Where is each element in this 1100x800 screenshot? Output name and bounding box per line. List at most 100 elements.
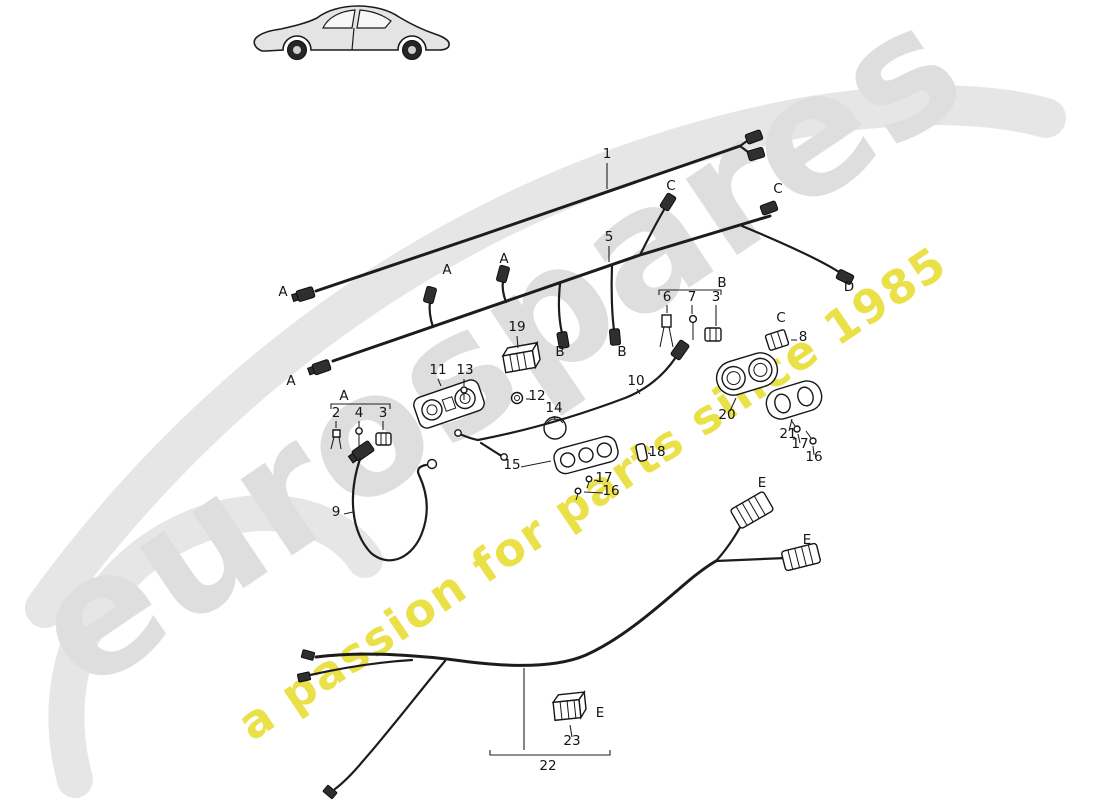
car-door-line: [351, 27, 355, 51]
harness-10: [454, 339, 690, 461]
cable-9-wire: [351, 457, 428, 562]
relay-23: [551, 690, 587, 738]
screw-16-center: [574, 487, 604, 501]
callout-number-13-4[interactable]: 13: [456, 362, 473, 378]
eyelet-9: [426, 458, 438, 470]
harness-22-trunk: [314, 559, 718, 667]
harness-10-branch-1: [460, 433, 480, 442]
car-rear-window: [356, 9, 392, 29]
harness-10-branch-2: [479, 441, 502, 457]
callout-letter-E-40: E: [596, 705, 605, 721]
harness-1-line: [314, 144, 742, 293]
callout-number-18-19[interactable]: 18: [648, 444, 665, 460]
nut-3-right: [704, 327, 722, 342]
car-windshield: [322, 9, 356, 29]
callout-number-8-13[interactable]: 8: [799, 329, 808, 345]
watermark: eurospares a passion for parts since 198…: [0, 0, 1066, 798]
callout-letter-B-31: B: [555, 344, 564, 360]
callout-number-16-23[interactable]: 16: [805, 449, 822, 465]
callout-letter-B-33: B: [717, 275, 726, 291]
connector-c-2: [759, 200, 779, 216]
callout-letter-A-26: A: [278, 284, 288, 300]
callout-number-17-17[interactable]: 17: [595, 470, 612, 486]
callout-number-19-2[interactable]: 19: [508, 319, 525, 335]
wire-end-3: [322, 784, 338, 800]
grommet-12: [510, 391, 530, 405]
clip-2: [330, 429, 342, 450]
leader-11: [437, 378, 442, 387]
callout-number-20-20[interactable]: 20: [718, 407, 735, 423]
callout-number-3-9[interactable]: 3: [379, 405, 388, 421]
connector-10: [670, 339, 690, 361]
callout-letter-C-36: C: [776, 310, 785, 326]
watermark-swoosh: [25, 85, 1066, 628]
faceplate-15: [520, 435, 619, 475]
leader-14: [553, 415, 556, 421]
harness-22-pigtail-2: [308, 658, 414, 677]
screw-13: [460, 379, 468, 400]
bracket-22: [489, 750, 611, 756]
callout-number-9-14[interactable]: 9: [332, 504, 341, 520]
harness-1-end-stubs: [738, 139, 750, 154]
terminal-10-1: [454, 429, 462, 437]
branch-c-1: [638, 206, 667, 257]
leader-23: [569, 724, 573, 738]
watermark-brand-text: eurospares: [0, 0, 996, 728]
callout-number-17-22[interactable]: 17: [791, 436, 808, 452]
leader-18: [647, 452, 652, 455]
harness-5: [306, 192, 855, 376]
harness-22-long-branch: [333, 659, 447, 791]
leader-19: [516, 335, 519, 349]
branch-b-1: [557, 282, 564, 335]
harness-1: [290, 129, 766, 303]
branch-b-2: [610, 264, 616, 332]
connector-a-3: [496, 264, 510, 284]
callout-number-2-7[interactable]: 2: [332, 405, 341, 421]
screw-17-right: [790, 419, 801, 444]
branch-d: [740, 224, 841, 274]
callout-number-7-11[interactable]: 7: [688, 289, 697, 305]
leader-15: [520, 460, 552, 468]
callout-number-6-10[interactable]: 6: [663, 289, 672, 305]
harness-10-line: [476, 355, 678, 442]
callout-number-12-5[interactable]: 12: [528, 388, 545, 404]
harness-22-branch-e2: [714, 556, 788, 563]
callout-number-15-16[interactable]: 15: [503, 457, 520, 473]
plug-e-2: [781, 542, 821, 572]
callout-number-3-12[interactable]: 3: [712, 289, 721, 305]
callout-number-14-6[interactable]: 14: [545, 400, 562, 416]
callout-number-23-24[interactable]: 23: [563, 733, 580, 749]
callout-letter-B-32: B: [617, 344, 626, 360]
leader-9: [343, 511, 354, 515]
gauge-20: [715, 352, 779, 412]
callout-number-4-8[interactable]: 4: [355, 405, 364, 421]
callout-letter-A-28: A: [499, 251, 509, 267]
callout-letter-E-39: E: [803, 532, 812, 548]
callout-number-21-21[interactable]: 21: [779, 426, 796, 442]
callout-number-11-3[interactable]: 11: [429, 362, 446, 378]
harness-22-branch-e1: [714, 520, 745, 563]
clip-18: [635, 442, 652, 462]
fastener-group-a: [330, 403, 392, 450]
callout-number-10-15[interactable]: 10: [627, 373, 644, 389]
harness-22: [296, 491, 821, 800]
callout-number-22-25[interactable]: 22: [539, 758, 556, 774]
connector-top-right-2: [746, 146, 766, 162]
callout-letter-C-34: C: [666, 178, 675, 194]
callout-number-16-18[interactable]: 16: [602, 483, 619, 499]
callout-letter-A-27: A: [442, 262, 452, 278]
callout-letter-E-38: E: [758, 475, 767, 491]
leader-16-center: [583, 491, 604, 494]
connector-9: [347, 440, 375, 464]
callout-number-5-1[interactable]: 5: [605, 229, 614, 245]
leader-17-right: [797, 433, 801, 444]
callout-letter-A-30: A: [339, 388, 349, 404]
callout-number-1-0[interactable]: 1: [603, 146, 612, 162]
terminal-10-2: [500, 453, 508, 461]
connector-d: [835, 269, 855, 285]
car-rear-hub: [408, 46, 416, 54]
connector-a-left: [290, 286, 316, 303]
fastener-group-b: [658, 289, 722, 348]
